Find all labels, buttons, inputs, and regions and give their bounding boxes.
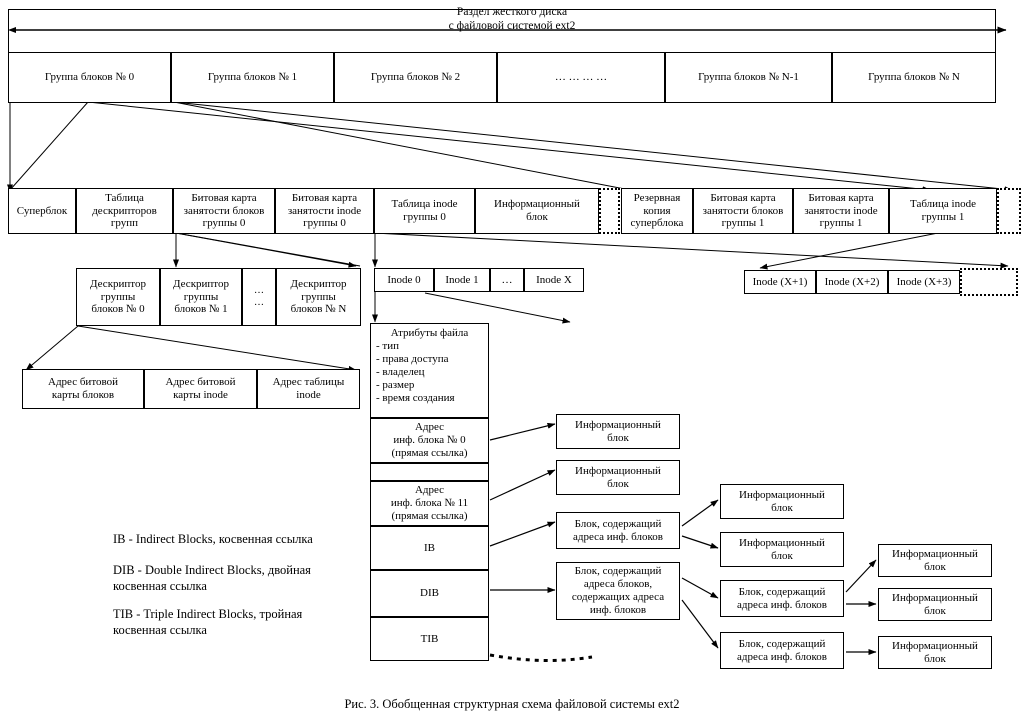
inode-bitmap-group0-box[interactable]: Битовая карта занятости inode группы 0 <box>275 188 374 234</box>
partition-title-line2: с файловой системой ext2 <box>448 20 576 33</box>
inode-attribute-permissions: - права доступа <box>376 352 449 365</box>
inode-attribute-owner: - владелец <box>376 365 425 378</box>
inode-0[interactable]: Inode 0 <box>374 268 434 292</box>
block-bitmap-address-box[interactable]: Адрес битовой карты блоков <box>22 369 144 409</box>
inode-direct-block-0-row[interactable]: Адрес инф. блока № 0 (прямая ссылка) <box>370 418 489 463</box>
descriptor-table-expansion <box>173 232 361 268</box>
inode-x-plus-3[interactable]: Inode (X+3) <box>888 270 960 294</box>
inode-attribute-size: - размер <box>376 378 415 391</box>
block-group-1[interactable]: Группа блоков № 1 <box>171 52 334 103</box>
inode-table1-expansion <box>759 232 939 270</box>
block-group-0[interactable]: Группа блоков № 0 <box>8 52 171 103</box>
figure-caption: Рис. 3. Обобщенная структурная схема фай… <box>344 697 680 711</box>
inode-attributes-title: Атрибуты файла <box>390 327 469 339</box>
column-b-addr-block[interactable]: Блок, содержащий адреса инф. блоков <box>556 512 680 549</box>
inode-x[interactable]: Inode X <box>524 268 584 292</box>
column-b-info-block-2[interactable]: Информационный блок <box>556 460 680 495</box>
block-group-2[interactable]: Группа блоков № 2 <box>334 52 497 103</box>
inode-dib-row[interactable]: DIB <box>370 570 489 617</box>
group-descriptor-ellipsis: … … <box>242 268 276 326</box>
column-d-info-block-2[interactable]: Информационный блок <box>878 588 992 621</box>
inode-ellipsis: … <box>490 268 524 292</box>
column-c-addr-block-2[interactable]: Блок, содержащий адреса инф. блоков <box>720 632 844 669</box>
inode-table1-continuation-dashed <box>960 268 1018 296</box>
inode-attribute-ctime: - время создания <box>376 391 455 404</box>
inode-table-address-box[interactable]: Адрес таблицы inode <box>257 369 360 409</box>
info-block-group0-box[interactable]: Информационный блок <box>475 188 599 234</box>
inode-ib-row[interactable]: IB <box>370 526 489 570</box>
legend-tib: TIB - Triple Indirect Blocks, тройная ко… <box>113 607 303 637</box>
inode-bitmap-address-box[interactable]: Адрес битовой карты inode <box>144 369 257 409</box>
inode-1[interactable]: Inode 1 <box>434 268 490 292</box>
group-descriptor-table-box[interactable]: Таблица дескрипторов групп <box>76 188 173 234</box>
group1-expansion-lines <box>173 101 1013 193</box>
inode-x-plus-1[interactable]: Inode (X+1) <box>744 270 816 294</box>
column-b-info-block-1[interactable]: Информационный блок <box>556 414 680 449</box>
block-bitmap-group0-box[interactable]: Битовая карта занятости блоков группы 0 <box>173 188 275 234</box>
inode-attribute-type: - тип <box>376 339 399 352</box>
column-c-info-block-2[interactable]: Информационный блок <box>720 532 844 567</box>
ib-fanout-arrows <box>681 499 719 549</box>
inode-attributes-box: Атрибуты файла - тип - права доступа - в… <box>370 323 489 418</box>
columnc-to-columnd-arrows <box>845 559 877 655</box>
block-bitmap-group1-box[interactable]: Битовая карта занятости блоков группы 1 <box>693 188 793 234</box>
inode-direct-block-11-row[interactable]: Адрес инф. блока № 11 (прямая ссылка) <box>370 481 489 526</box>
superblock-box[interactable]: Суперблок <box>8 188 76 234</box>
block-group-n-minus-1[interactable]: Группа блоков № N-1 <box>665 52 832 103</box>
group-descriptor-1[interactable]: Дескриптор группы блоков № 1 <box>160 268 242 326</box>
group0-expansion-lines <box>7 101 931 193</box>
column-c-info-block-1[interactable]: Информационный блок <box>720 484 844 519</box>
legend-dib: DIB - Double Indirect Blocks, двойная ко… <box>113 563 311 593</box>
group-descriptor-0[interactable]: Дескриптор группы блоков № 0 <box>76 268 160 326</box>
inode-tib-row[interactable]: TIB <box>370 617 489 661</box>
legend-ib: IB - Indirect Blocks, косвенная ссылка <box>113 532 313 546</box>
descriptor-fields-expansion <box>25 325 357 372</box>
inode-bitmap-group1-box[interactable]: Битовая карта занятости inode группы 1 <box>793 188 889 234</box>
inode-table-group1-box[interactable]: Таблица inode группы 1 <box>889 188 997 234</box>
group-descriptor-n[interactable]: Дескриптор группы блоков № N <box>276 268 361 326</box>
block-group-n[interactable]: Группа блоков № N <box>832 52 996 103</box>
column-d-info-block-1[interactable]: Информационный блок <box>878 544 992 577</box>
column-c-addr-block-1[interactable]: Блок, содержащий адреса инф. блоков <box>720 580 844 617</box>
inode-x-plus-2[interactable]: Inode (X+2) <box>816 270 888 294</box>
superblock-backup-box[interactable]: Резервная копия суперблока <box>621 188 693 234</box>
group1-continuation-dashed <box>997 188 1021 234</box>
inode-table-group0-box[interactable]: Таблица inode группы 0 <box>374 188 475 234</box>
dib-fanout-arrows <box>681 577 719 649</box>
block-group-ellipsis: … … … … <box>497 52 665 103</box>
inode-middle-gap-row <box>370 463 489 481</box>
column-d-info-block-3[interactable]: Информационный блок <box>878 636 992 669</box>
column-b-dib-addr-block[interactable]: Блок, содержащий адреса блоков, содержащ… <box>556 562 680 620</box>
